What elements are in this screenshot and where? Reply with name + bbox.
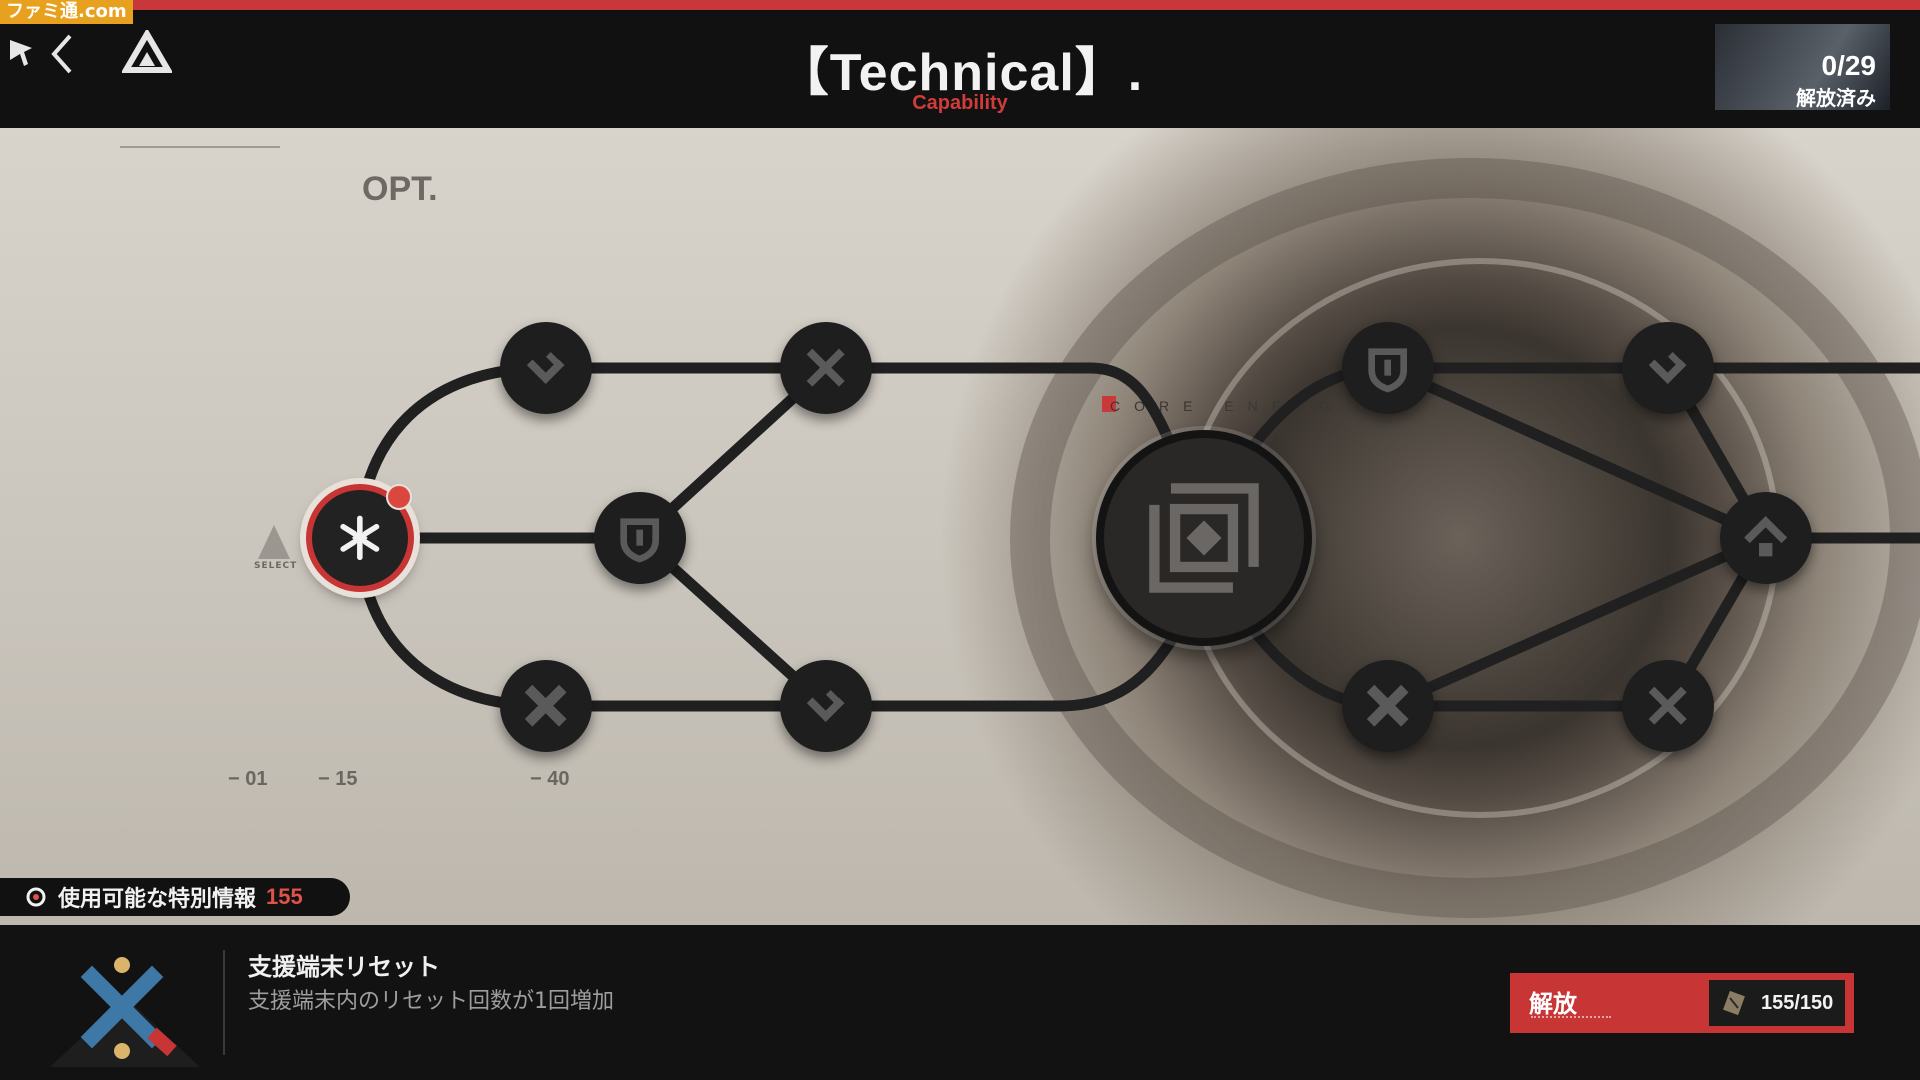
path-bottom-left [354, 532, 1206, 712]
intel-card-icon [1723, 990, 1745, 1016]
asterisk-icon [340, 515, 380, 561]
x-bold-icon [525, 685, 567, 727]
back-button[interactable] [8, 30, 88, 76]
skill-node-start[interactable] [306, 484, 414, 592]
skill-node-2[interactable] [780, 322, 872, 414]
home-button[interactable] [120, 28, 174, 76]
skill-node-10[interactable] [1622, 660, 1714, 752]
intel-count: 155 [266, 884, 303, 909]
select-marker-icon [258, 525, 290, 559]
shield-u-icon [1368, 348, 1408, 393]
page-title: 【Technical】. [776, 44, 1144, 102]
skill-node-5[interactable] [780, 660, 872, 752]
panel-divider [223, 950, 225, 1055]
ruler-tick: − 15 [318, 768, 358, 790]
skill-tree-connections [354, 362, 1920, 712]
path-right-diag-down [1382, 532, 1772, 712]
ruler-tick: − 40 [530, 768, 570, 790]
unlock-cost-value: 155/150 [1761, 991, 1834, 1014]
skill-detail-panel: 支援端末リセット 支援端末内のリセット回数が1回増加 解放 155/150 [0, 925, 1920, 1080]
special-intel-counter: 使用可能な特別情報 155 [0, 878, 350, 916]
skill-node-9[interactable] [1342, 660, 1434, 752]
skill-node-core[interactable] [1096, 430, 1312, 646]
opt-label: OPT. [362, 170, 438, 208]
skill-node-6[interactable] [1342, 322, 1434, 414]
ruler-tick: − 01 [228, 768, 268, 790]
unlock-cost: 155/150 [1709, 980, 1845, 1026]
skill-node-7[interactable] [1622, 322, 1714, 414]
skill-node-1[interactable] [500, 322, 592, 414]
chevron-check-icon [527, 352, 565, 385]
unlock-progress-count: 0/29 [1821, 50, 1877, 81]
unlock-progress-panel: 0/29 解放済み [1715, 24, 1890, 110]
unlock-label: 解放 [1529, 990, 1577, 1018]
select-label: SELECT [254, 561, 298, 571]
new-badge-icon [386, 484, 412, 510]
home-triangle-icon [120, 28, 174, 73]
skill-description: 支援端末内のリセット回数が1回増加 [248, 989, 614, 1014]
skill-asterisk-icon [50, 957, 200, 1067]
top-bar: ファミ通.com 【Technical】. Capability 0/29 解放… [0, 0, 1920, 128]
top-accent-line [0, 0, 1920, 10]
unlock-button[interactable]: 解放 155/150 [1510, 973, 1854, 1033]
unlock-sub-decoration [1531, 1016, 1611, 1022]
skill-node-3[interactable] [594, 492, 686, 584]
page-subtitle: Capability [912, 92, 1008, 114]
unlock-progress-label: 解放済み [1796, 86, 1876, 110]
shield-u-icon [620, 518, 660, 563]
path-right-diag-up [1382, 362, 1772, 544]
x-bold-icon [1367, 685, 1409, 727]
chevron-check-icon [807, 690, 845, 723]
path-right-top [1196, 362, 1920, 544]
core-tag-marker [1102, 396, 1116, 412]
decorative-header-text [120, 146, 280, 178]
skill-node-4[interactable] [500, 660, 592, 752]
cross-arrow-icon [806, 348, 845, 387]
intel-gear-icon [26, 887, 46, 907]
skill-node-8[interactable] [1720, 492, 1812, 584]
core-frame-icon [1149, 483, 1259, 593]
house-icon [1744, 516, 1788, 557]
skill-tree-canvas: OPT. CORE ENERG SELECT − 01 − 15 − 40 [0, 128, 1920, 925]
watermark-logo: ファミ通.com [0, 0, 133, 24]
skill-name: 支援端末リセット [248, 953, 440, 981]
chevron-check-icon [1649, 352, 1687, 385]
core-energy-label: CORE ENERG [1110, 398, 1345, 414]
cross-arrow-icon [1648, 686, 1687, 725]
path-top-left [354, 362, 1206, 544]
intel-label: 使用可能な特別情報 [58, 887, 257, 912]
back-arrow-icon [10, 34, 72, 74]
